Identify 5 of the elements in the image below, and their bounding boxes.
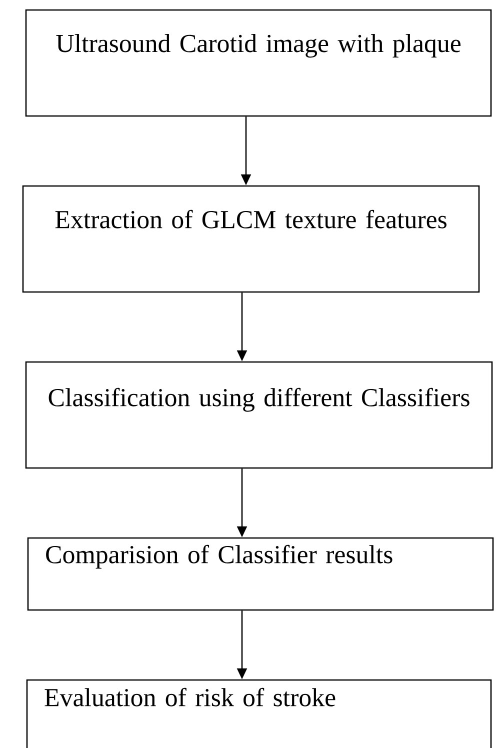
process-box: Extraction of GLCM texture features	[22, 185, 480, 293]
process-box: Comparision of Classifier results	[27, 537, 494, 611]
process-box: Evaluation of risk of stroke	[26, 679, 492, 748]
process-box: Ultrasound Carotid image with plaque	[25, 9, 492, 117]
process-box: Classification using different Classifiers	[25, 361, 493, 469]
